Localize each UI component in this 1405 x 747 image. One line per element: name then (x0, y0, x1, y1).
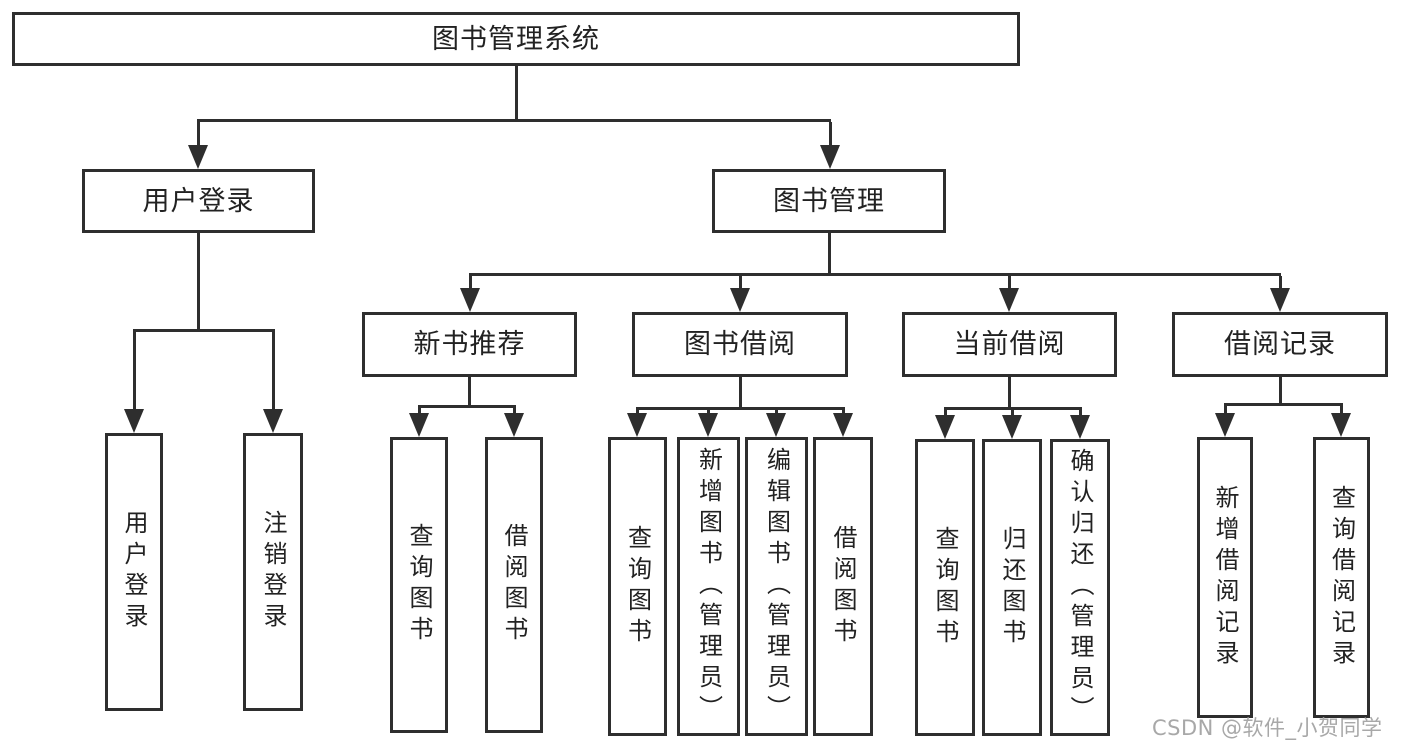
connector-to-nbr-query (418, 408, 421, 413)
connector-to-cb-query (944, 410, 947, 415)
connector-nbr-stem (468, 377, 471, 408)
leaf-nbr-query-books: 查询图书 (390, 437, 448, 733)
leaf-cb-return-books-label: 归还图书 (998, 525, 1026, 650)
node-new-book-recommend-label: 新书推荐 (413, 329, 526, 360)
leaf-nbr-borrow-books: 借阅图书 (485, 437, 543, 733)
connector-br-stem (1279, 377, 1282, 406)
arrow-down-icon (999, 288, 1019, 312)
leaf-bb-query-books: 查询图书 (608, 437, 667, 736)
connector-to-book-borrowing (739, 276, 742, 290)
leaf-cb-query-books: 查询图书 (915, 439, 975, 736)
node-book-borrowing: 图书借阅 (632, 312, 848, 377)
connector-to-br-add (1224, 406, 1227, 413)
connector-nbr-rail (418, 405, 516, 408)
node-current-borrowing-label: 当前借阅 (953, 329, 1066, 360)
connector-to-bb-borrow (842, 410, 845, 413)
connector-to-current-borrowing (1008, 276, 1011, 290)
arrow-down-icon (730, 288, 750, 312)
connector-to-nbr-borrow (513, 408, 516, 413)
arrow-down-icon (460, 288, 480, 312)
node-current-borrowing: 当前借阅 (902, 312, 1117, 377)
arrow-down-icon (820, 145, 840, 169)
node-root-library-system: 图书管理系统 (12, 12, 1020, 66)
connector-br-rail (1224, 403, 1343, 406)
leaf-br-query-record-label: 查询借阅记录 (1327, 484, 1356, 671)
connector-bb-rail (636, 407, 845, 410)
arrow-down-icon (627, 413, 647, 437)
leaf-cb-return-books: 归还图书 (982, 439, 1042, 736)
arrow-down-icon (409, 413, 429, 437)
connector-user-login-rail (133, 329, 275, 332)
connector-to-leaf-logout (272, 332, 275, 409)
arrow-down-icon (1070, 415, 1090, 439)
connector-to-book-management (829, 122, 832, 146)
node-new-book-recommend: 新书推荐 (362, 312, 577, 377)
leaf-nbr-borrow-books-label: 借阅图书 (500, 523, 528, 647)
leaf-user-login: 用户登录 (105, 433, 163, 711)
arrow-down-icon (833, 413, 853, 437)
arrow-down-icon (504, 413, 524, 437)
leaf-bb-edit-books-admin: 编辑图书（管理员） (745, 437, 808, 736)
connector-to-new-book-recommend (469, 276, 472, 290)
node-user-login-label: 用户登录 (142, 185, 255, 217)
connector-cb-stem (1008, 377, 1011, 410)
csdn-watermark: CSDN @软件_小贺同学 (1152, 716, 1383, 740)
connector-root-stem (515, 66, 518, 122)
connector-to-cb-return (1011, 410, 1014, 415)
node-borrowing-records-label: 借阅记录 (1224, 329, 1336, 360)
connector-to-bb-add (707, 410, 710, 413)
connector-cb-rail (944, 407, 1082, 410)
arrow-down-icon (698, 413, 718, 437)
leaf-br-query-record: 查询借阅记录 (1313, 437, 1370, 718)
leaf-bb-add-books-admin-label: 新增图书（管理员） (694, 447, 723, 726)
arrow-down-icon (1270, 288, 1290, 312)
node-book-management: 图书管理 (712, 169, 946, 233)
leaf-nbr-query-books-label: 查询图书 (405, 523, 433, 647)
leaf-cb-confirm-return-admin-label: 确认归还（管理员） (1066, 448, 1094, 727)
leaf-br-add-record: 新增借阅记录 (1197, 437, 1253, 718)
connector-root-rail (197, 119, 831, 122)
leaf-bb-edit-books-admin-label: 编辑图书（管理员） (762, 447, 791, 726)
node-book-management-label: 图书管理 (773, 185, 885, 217)
leaf-cb-query-books-label: 查询图书 (931, 525, 959, 650)
connector-bb-stem (739, 377, 742, 410)
connector-to-borrowing-records (1279, 276, 1282, 290)
node-borrowing-records: 借阅记录 (1172, 312, 1388, 377)
node-root-label: 图书管理系统 (432, 23, 600, 55)
leaf-bb-query-books-label: 查询图书 (623, 524, 652, 649)
leaf-bb-add-books-admin: 新增图书（管理员） (677, 437, 740, 736)
arrow-down-icon (263, 409, 283, 433)
arrow-down-icon (1002, 415, 1022, 439)
arrow-down-icon (935, 415, 955, 439)
leaf-bb-borrow-books-label: 借阅图书 (829, 524, 857, 649)
arrow-down-icon (766, 413, 786, 437)
connector-to-br-query (1340, 406, 1343, 413)
node-user-login: 用户登录 (82, 169, 315, 233)
connector-to-cb-confirm (1079, 410, 1082, 415)
arrow-down-icon (124, 409, 144, 433)
connector-to-bb-query (636, 410, 639, 413)
leaf-logout-label: 注销登录 (259, 510, 287, 634)
arrow-down-icon (1215, 413, 1235, 437)
connector-user-login-stem (197, 233, 200, 332)
arrow-down-icon (1331, 413, 1351, 437)
leaf-br-add-record-label: 新增借阅记录 (1211, 484, 1239, 671)
leaf-bb-borrow-books: 借阅图书 (813, 437, 873, 736)
connector-to-leaf-user-login (133, 332, 136, 409)
connector-book-mgmt-rail (469, 273, 1281, 276)
node-book-borrowing-label: 图书借阅 (684, 329, 796, 360)
leaf-logout: 注销登录 (243, 433, 303, 711)
leaf-user-login-label: 用户登录 (120, 510, 148, 634)
arrow-down-icon (188, 145, 208, 169)
connector-to-user-login (197, 122, 200, 146)
leaf-cb-confirm-return-admin: 确认归还（管理员） (1050, 439, 1110, 736)
connector-book-mgmt-stem (828, 233, 831, 276)
connector-to-bb-edit (775, 410, 778, 413)
